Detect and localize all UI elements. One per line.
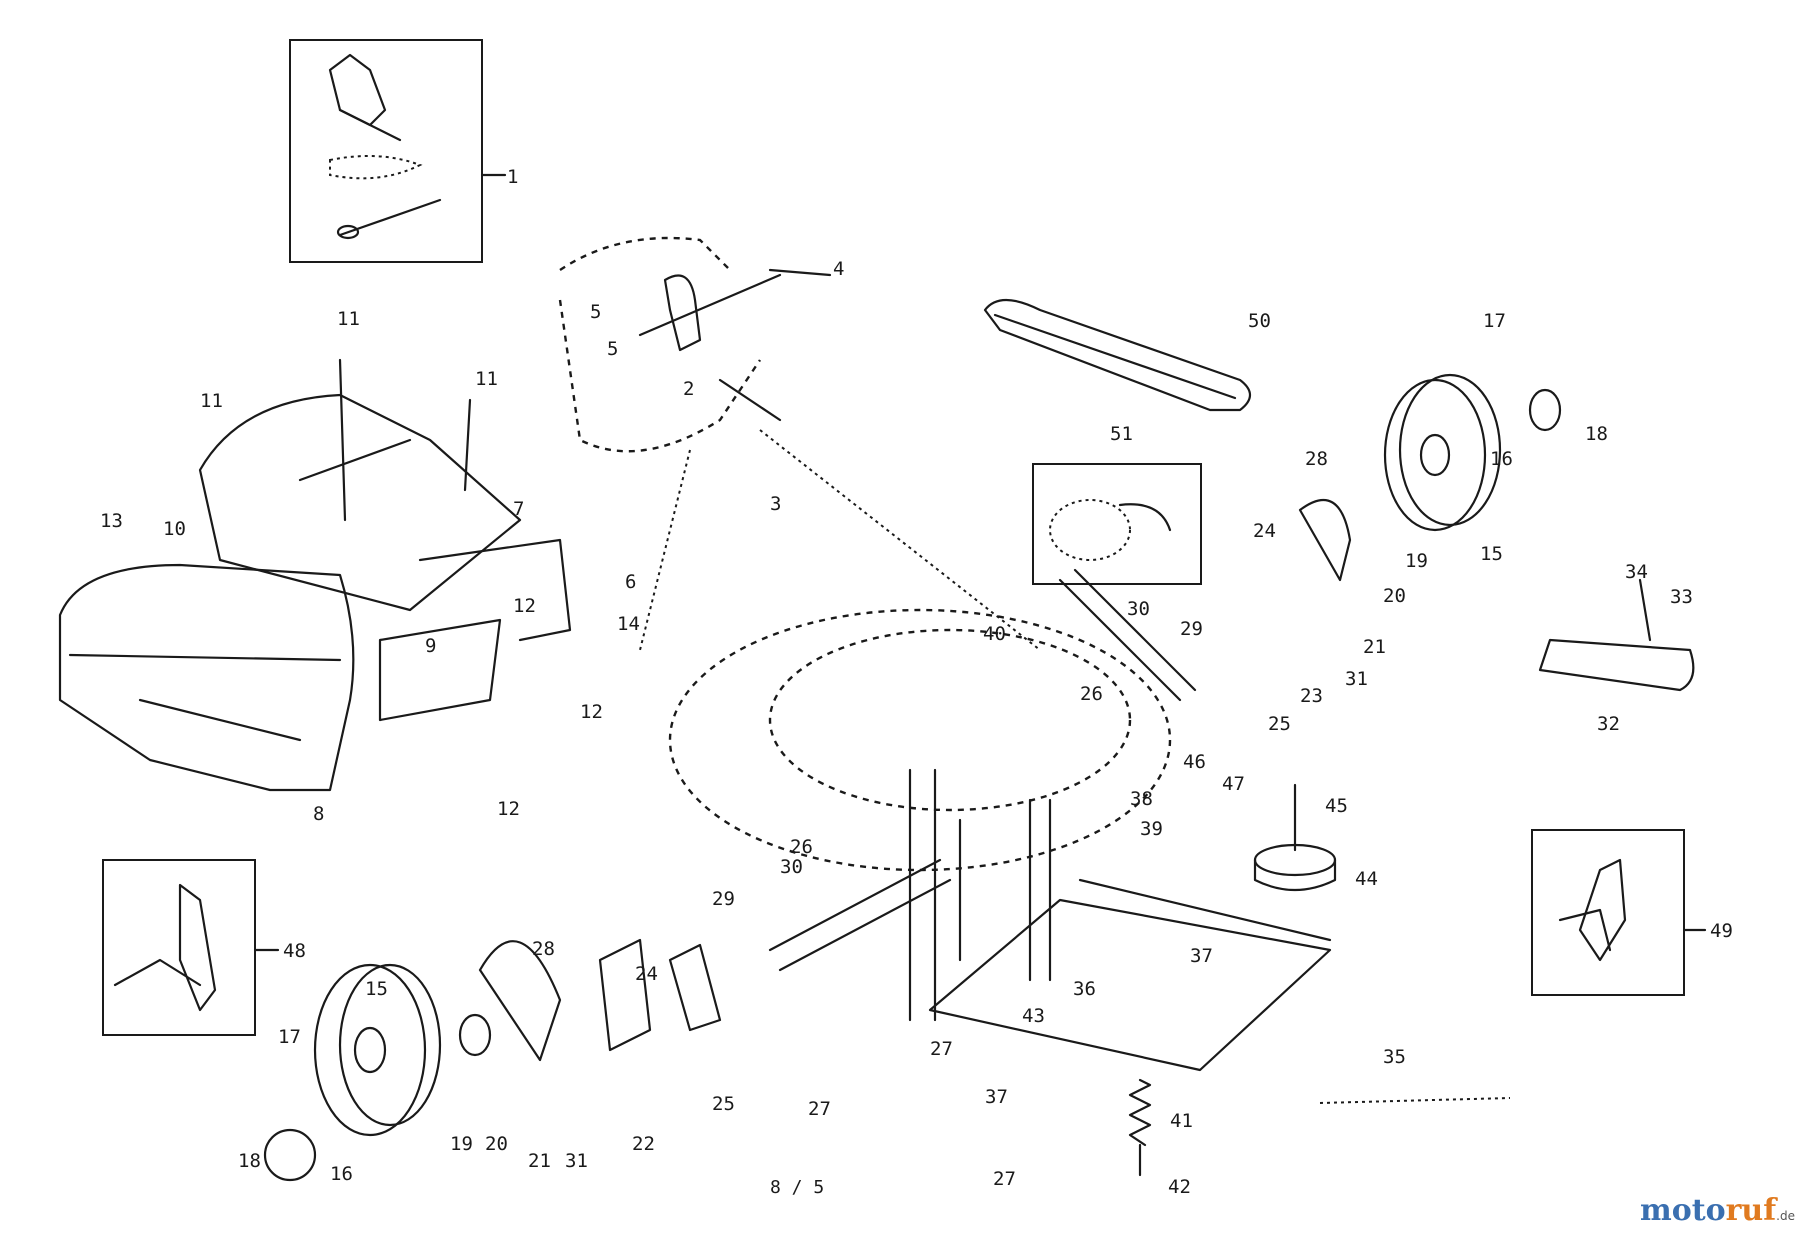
callout-21b: 21 <box>1363 636 1386 658</box>
callout-39: 39 <box>1140 818 1163 840</box>
callout-11a: 11 <box>337 308 360 330</box>
callout-18b: 18 <box>1585 423 1608 445</box>
callout-28a: 28 <box>532 938 555 960</box>
callout-30b: 30 <box>1127 598 1150 620</box>
callout-19b: 19 <box>1405 550 1428 572</box>
callout-27a: 27 <box>808 1098 831 1120</box>
callout-21a: 21 <box>528 1150 551 1172</box>
callout-19a: 19 <box>450 1133 473 1155</box>
callout-31b: 31 <box>1345 668 1368 690</box>
callout-37a: 37 <box>1190 945 1213 967</box>
callout-24a: 24 <box>635 963 658 985</box>
motoruf-logo: motoruf.de <box>1640 1193 1795 1228</box>
callout-14: 14 <box>617 613 640 635</box>
mower-deck <box>668 608 1332 1072</box>
inset-48 <box>102 859 280 1036</box>
svg-text:motoruf.de: motoruf.de <box>1640 1193 1795 1228</box>
callout-47: 47 <box>1222 773 1245 795</box>
grass-catcher <box>58 358 572 792</box>
callout-17b: 17 <box>1483 310 1506 332</box>
callout-43: 43 <box>1022 1005 1045 1027</box>
callout-1: 1 <box>507 166 518 188</box>
callout-20a: 20 <box>485 1133 508 1155</box>
callout-24b: 24 <box>1253 520 1276 542</box>
callout-labels: 1 2 3 4 5 5 6 7 8 9 10 11 11 11 12 12 12… <box>100 166 1733 1198</box>
callout-44: 44 <box>1355 868 1378 890</box>
callout-8: 8 <box>313 803 324 825</box>
callout-10: 10 <box>163 518 186 540</box>
callout-37b: 37 <box>985 1086 1008 1108</box>
callout-20b: 20 <box>1383 585 1406 607</box>
callout-31a: 31 <box>565 1150 588 1172</box>
callout-32: 32 <box>1597 713 1620 735</box>
rear-axle <box>768 568 1197 1022</box>
inset-49 <box>1531 829 1707 996</box>
callout-34: 34 <box>1625 561 1648 583</box>
callout-50: 50 <box>1248 310 1271 332</box>
callout-2: 2 <box>683 378 694 400</box>
callout-12c: 12 <box>497 798 520 820</box>
callout-49: 49 <box>1710 920 1733 942</box>
callout-15b: 15 <box>1480 543 1503 565</box>
callout-25a: 25 <box>712 1093 735 1115</box>
inset-1 <box>289 39 507 263</box>
callout-29a: 29 <box>712 888 735 910</box>
callout-27b: 27 <box>930 1038 953 1060</box>
callout-15a: 15 <box>365 978 388 1000</box>
callout-40: 40 <box>983 623 1006 645</box>
callout-28b: 28 <box>1305 448 1328 470</box>
callout-46: 46 <box>1183 751 1206 773</box>
callout-45: 45 <box>1325 795 1348 817</box>
callout-7: 7 <box>513 498 524 520</box>
right-wheel <box>1298 373 1562 582</box>
callout-41: 41 <box>1170 1110 1193 1132</box>
handle-assembly <box>558 236 1041 651</box>
pulley-44 <box>1253 783 1337 892</box>
callout-33: 33 <box>1670 586 1693 608</box>
callout-13: 13 <box>100 510 123 532</box>
callout-12a: 12 <box>513 595 536 617</box>
rear-flap <box>1538 578 1695 692</box>
spring-41 <box>1128 1078 1152 1177</box>
callout-51: 51 <box>1110 423 1133 445</box>
callout-5a: 5 <box>590 301 601 323</box>
callout-23: 23 <box>1300 685 1323 707</box>
callout-11c: 11 <box>475 368 498 390</box>
callout-18a: 18 <box>238 1150 261 1172</box>
inset-51 <box>1032 463 1202 585</box>
callout-9: 9 <box>425 635 436 657</box>
callout-16b: 16 <box>1490 448 1513 470</box>
plate-id: 8 / 5 <box>770 1177 824 1198</box>
callout-29b: 29 <box>1180 618 1203 640</box>
divider-line <box>1319 1097 1511 1104</box>
callout-22: 22 <box>632 1133 655 1155</box>
drive-belt <box>983 299 1252 412</box>
callout-16a: 16 <box>330 1163 353 1185</box>
callout-17a: 17 <box>278 1026 301 1048</box>
left-wheel <box>263 938 722 1182</box>
callout-4: 4 <box>833 258 844 280</box>
callout-36: 36 <box>1073 978 1096 1000</box>
callout-3: 3 <box>770 493 781 515</box>
callout-12b: 12 <box>580 701 603 723</box>
callout-38: 38 <box>1130 788 1153 810</box>
callout-11b: 11 <box>200 390 223 412</box>
callout-5b: 5 <box>607 338 618 360</box>
callout-48: 48 <box>283 940 306 962</box>
callout-26a: 26 <box>790 836 813 858</box>
callout-6: 6 <box>625 571 636 593</box>
callout-25b: 25 <box>1268 713 1291 735</box>
callout-42: 42 <box>1168 1176 1191 1198</box>
callout-30a: 30 <box>780 856 803 878</box>
callout-26b: 26 <box>1080 683 1103 705</box>
callout-35: 35 <box>1383 1046 1406 1068</box>
callout-27c: 27 <box>993 1168 1016 1190</box>
